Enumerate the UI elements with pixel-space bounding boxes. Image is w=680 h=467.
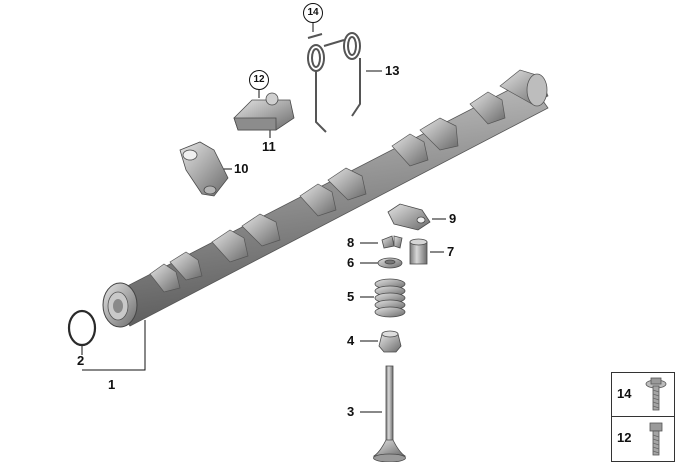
finger-follower: [233, 92, 295, 131]
valve-spring: [374, 278, 406, 318]
callout-14-circled: 14: [303, 3, 323, 23]
callout-1: 1: [108, 377, 116, 392]
legend-cell-12: 12: [612, 417, 674, 460]
legend-label-14: 14: [617, 386, 632, 401]
valve-keepers: [381, 235, 403, 249]
leader-lines: [81, 21, 446, 413]
callout-3: 3: [347, 404, 355, 419]
callout-12-circled: 12: [249, 70, 269, 90]
callout-2: 2: [77, 353, 85, 368]
legend-label-12: 12: [617, 430, 632, 445]
callout-4: 4: [347, 333, 355, 348]
spring-bracket: [307, 32, 361, 133]
callout-8: 8: [347, 235, 355, 250]
camshaft: [102, 69, 549, 328]
flange-bolt-icon: [645, 377, 667, 411]
callout-5: 5: [347, 289, 355, 304]
rocker-arm: [179, 141, 229, 197]
callout-7: 7: [447, 244, 455, 259]
o-ring: [67, 309, 97, 347]
fastener-legend: 14 12: [611, 372, 675, 462]
callout-13: 13: [385, 63, 400, 78]
callout-11: 11: [262, 139, 276, 154]
callout-6: 6: [347, 255, 355, 270]
callout-10: 10: [234, 161, 249, 176]
hydraulic-lifter: [409, 238, 428, 265]
screw-bolt-icon: [649, 422, 663, 456]
valve-bridge: [387, 203, 431, 231]
spring-retainer: [377, 257, 403, 269]
callout-9: 9: [449, 211, 457, 226]
legend-cell-14: 14: [612, 373, 674, 417]
valve: [372, 365, 407, 463]
valve-stem-seal: [378, 330, 402, 353]
